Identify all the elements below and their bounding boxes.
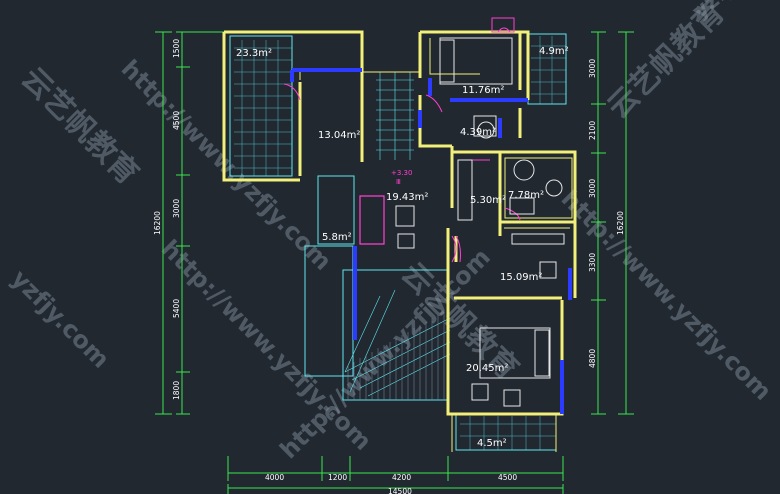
furniture (395, 37, 565, 407)
room-label-6: 19.43m² (386, 192, 428, 203)
room-label-7: 5.30m² (470, 195, 506, 206)
stair-hatch-dense (347, 312, 445, 400)
watermark-url: http://www.yzfjy.com (116, 54, 337, 275)
doors (283, 17, 521, 263)
balcony-ne (527, 33, 567, 105)
watermark-url-3: http://www.yzfjy.com (556, 184, 777, 405)
closet-small (317, 175, 355, 245)
watermark-tail-2: yzfjy.com (688, 0, 780, 25)
watermark-url-2: http://www.yzfjy.com (156, 234, 377, 455)
room-label-3: 11.76m² (462, 85, 504, 96)
dim-right-1: 3000 (588, 59, 597, 78)
room-label-10: 15.09m² (500, 272, 542, 283)
dim-left-5: 1800 (172, 381, 181, 400)
level-value: +3.30 (391, 169, 412, 177)
dimension-lines (155, 31, 634, 494)
dim-right-2: 2100 (588, 121, 597, 140)
windows (290, 68, 572, 414)
level-mark: Ⅲ (396, 178, 401, 186)
room-label-8: 7.78m² (508, 190, 544, 201)
dimension-texts: 16200 1500 4500 3000 5400 1800 3000 2100… (153, 39, 625, 494)
walls (222, 30, 577, 416)
bed-top (439, 37, 513, 85)
stairs (344, 72, 451, 397)
dim-right-5: 4800 (588, 349, 597, 368)
room-label-4: 4.9m² (539, 46, 569, 57)
dim-left-total: 16200 (153, 211, 162, 235)
thin-walls (299, 38, 573, 452)
dim-right-4: 3300 (588, 253, 597, 272)
dim-bottom-3: 4200 (392, 473, 411, 482)
watermark: http://www.yzfjy.com http://www.yzfjy.co… (6, 0, 780, 464)
room-label-12: 4.5m² (477, 438, 507, 449)
watermark-cn-2: 云艺帆教育 (601, 0, 732, 126)
tile-pattern (234, 36, 566, 450)
room-labels: 23.3m² 13.04m² 11.76m² 4.9m² 4.39m² 19.4… (236, 46, 569, 449)
dim-right-total: 16200 (616, 211, 625, 235)
dim-bottom-total: 14500 (388, 487, 412, 494)
bed-bottom (479, 327, 551, 379)
dim-right-3: 3000 (588, 179, 597, 198)
level-marker: +3.30 Ⅲ (391, 169, 412, 186)
dim-left-1: 1500 (172, 39, 181, 58)
watermark-url-4: http://www.yzfjy.com (274, 243, 495, 464)
dim-bottom-4: 4500 (498, 473, 517, 482)
watermark-tail: yzfjy.com (6, 264, 115, 373)
dim-bottom-2: 1200 (328, 473, 347, 482)
dim-bottom-1: 4000 (265, 473, 284, 482)
room-label-11: 20.45m² (466, 363, 508, 374)
balcony-nw (229, 35, 293, 177)
dim-left-2: 4500 (172, 111, 181, 130)
room-label-9: 5.8m² (322, 232, 352, 243)
room-label-5: 4.39m² (460, 127, 496, 138)
room-label-1: 23.3m² (236, 48, 272, 59)
room-label-2: 13.04m² (318, 130, 360, 141)
dim-left-3: 3000 (172, 199, 181, 218)
dim-left-4: 5400 (172, 299, 181, 318)
